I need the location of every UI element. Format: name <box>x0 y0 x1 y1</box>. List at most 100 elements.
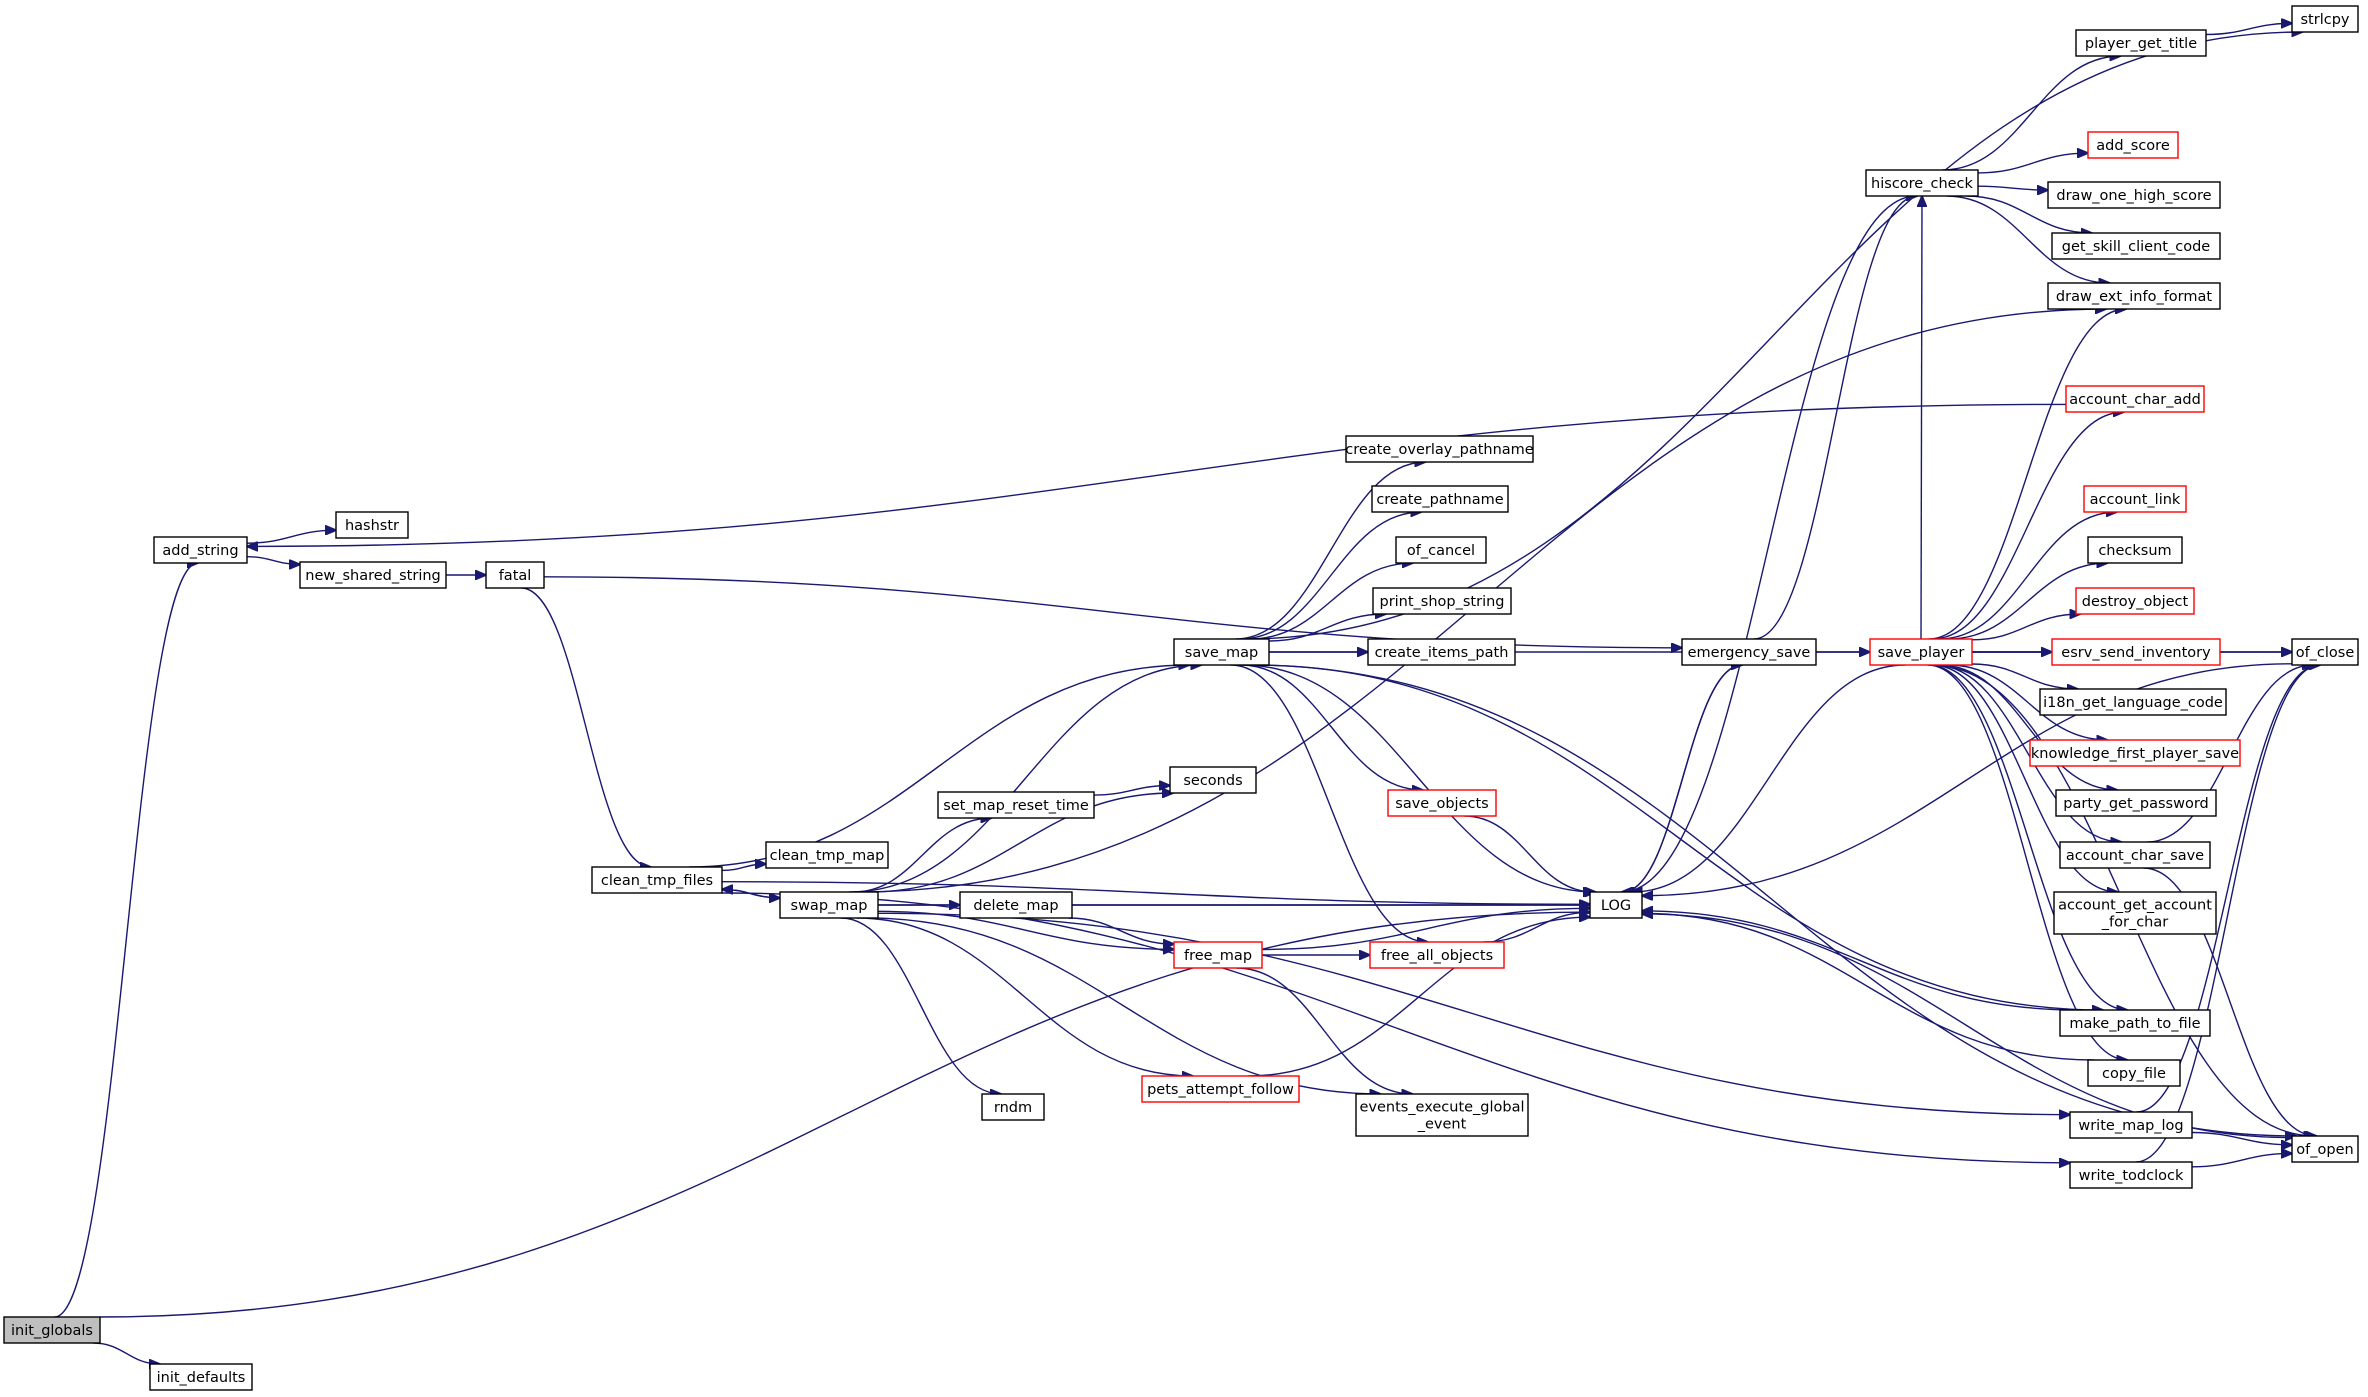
node-add_string[interactable]: add_string <box>153 536 248 564</box>
node-new_shared_string[interactable]: new_shared_string <box>299 561 447 589</box>
node-box[interactable] <box>2083 485 2187 513</box>
node-get_skill_client_code[interactable]: get_skill_client_code <box>2051 232 2221 260</box>
node-swap_map[interactable]: swap_map <box>779 891 879 919</box>
node-of_open[interactable]: of_open <box>2291 1135 2359 1163</box>
node-box[interactable] <box>1355 1093 1529 1137</box>
node-box[interactable] <box>1589 891 1643 919</box>
node-box[interactable] <box>2059 1009 2211 1037</box>
node-box[interactable] <box>2059 841 2211 869</box>
node-box[interactable] <box>2039 688 2227 716</box>
node-save_map[interactable]: save_map <box>1173 638 1270 666</box>
node-i18n_get_language_code[interactable]: i18n_get_language_code <box>2039 688 2227 716</box>
node-init_globals[interactable]: init_globals <box>3 1316 101 1344</box>
node-box[interactable] <box>2051 232 2221 260</box>
node-emergency_save[interactable]: emergency_save <box>1681 638 1817 666</box>
node-box[interactable] <box>2047 282 2221 310</box>
node-box[interactable] <box>2087 1059 2181 1087</box>
node-account_link[interactable]: account_link <box>2083 485 2187 513</box>
node-box[interactable] <box>2065 385 2205 413</box>
node-esrv_send_inventory[interactable]: esrv_send_inventory <box>2051 638 2221 666</box>
node-of_close[interactable]: of_close <box>2291 638 2359 666</box>
node-account_char_add[interactable]: account_char_add <box>2065 385 2205 413</box>
node-box[interactable] <box>2291 1135 2359 1163</box>
node-box[interactable] <box>149 1363 253 1391</box>
node-box[interactable] <box>335 511 409 539</box>
node-draw_one_high_score[interactable]: draw_one_high_score <box>2047 181 2221 209</box>
node-player_get_title[interactable]: player_get_title <box>2075 29 2207 57</box>
node-box[interactable] <box>2047 181 2221 209</box>
node-box[interactable] <box>1395 536 1487 564</box>
node-box[interactable] <box>1173 941 1263 969</box>
node-box[interactable] <box>2087 536 2183 564</box>
node-box[interactable] <box>3 1316 101 1344</box>
node-box[interactable] <box>1372 587 1512 615</box>
node-copy_file[interactable]: copy_file <box>2087 1059 2181 1087</box>
node-write_todclock[interactable]: write_todclock <box>2069 1161 2193 1189</box>
node-hashstr[interactable]: hashstr <box>335 511 409 539</box>
node-box[interactable] <box>2069 1111 2193 1139</box>
node-knowledge_first_player_save[interactable]: knowledge_first_player_save <box>2029 739 2241 767</box>
node-box[interactable] <box>2029 739 2241 767</box>
node-save_objects[interactable]: save_objects <box>1387 789 1497 817</box>
node-create_pathname[interactable]: create_pathname <box>1371 485 1509 513</box>
node-LOG[interactable]: LOG <box>1589 891 1643 919</box>
node-draw_ext_info_format[interactable]: draw_ext_info_format <box>2047 282 2221 310</box>
node-box[interactable] <box>485 561 545 589</box>
node-account_char_save[interactable]: account_char_save <box>2059 841 2211 869</box>
node-free_map[interactable]: free_map <box>1173 941 1263 969</box>
node-pets_attempt_follow[interactable]: pets_attempt_follow <box>1141 1075 1300 1103</box>
node-box[interactable] <box>1387 789 1497 817</box>
node-box[interactable] <box>1869 638 1973 666</box>
node-save_player[interactable]: save_player <box>1869 638 1973 666</box>
node-box[interactable] <box>959 891 1073 919</box>
node-box[interactable] <box>2055 789 2217 817</box>
node-add_score[interactable]: add_score <box>2087 131 2179 159</box>
node-make_path_to_file[interactable]: make_path_to_file <box>2059 1009 2211 1037</box>
node-write_map_log[interactable]: write_map_log <box>2069 1111 2193 1139</box>
node-box[interactable] <box>2075 29 2207 57</box>
node-set_map_reset_time[interactable]: set_map_reset_time <box>937 791 1095 819</box>
node-events_execute_global_event[interactable]: events_execute_global_event <box>1355 1093 1529 1137</box>
node-box[interactable] <box>1141 1075 1300 1103</box>
node-box[interactable] <box>153 536 248 564</box>
node-box[interactable] <box>2087 131 2179 159</box>
node-create_overlay_pathname[interactable]: create_overlay_pathname <box>1345 435 1534 463</box>
node-box[interactable] <box>981 1093 1045 1121</box>
node-box[interactable] <box>1865 169 1979 197</box>
node-box[interactable] <box>765 841 889 869</box>
node-box[interactable] <box>2291 5 2359 33</box>
node-box[interactable] <box>1173 638 1270 666</box>
node-box[interactable] <box>299 561 447 589</box>
node-seconds[interactable]: seconds <box>1169 766 1257 794</box>
node-party_get_password[interactable]: party_get_password <box>2055 789 2217 817</box>
node-box[interactable] <box>779 891 879 919</box>
node-box[interactable] <box>1169 766 1257 794</box>
node-clean_tmp_map[interactable]: clean_tmp_map <box>765 841 889 869</box>
node-init_defaults[interactable]: init_defaults <box>149 1363 253 1391</box>
node-box[interactable] <box>2069 1161 2193 1189</box>
node-box[interactable] <box>2053 891 2217 935</box>
node-box[interactable] <box>1369 941 1505 969</box>
node-fatal[interactable]: fatal <box>485 561 545 589</box>
node-box[interactable] <box>2075 587 2195 615</box>
node-box[interactable] <box>591 866 723 894</box>
node-destroy_object[interactable]: destroy_object <box>2075 587 2195 615</box>
node-box[interactable] <box>1367 638 1516 666</box>
node-box[interactable] <box>1371 485 1509 513</box>
node-box[interactable] <box>1345 435 1534 463</box>
node-box[interactable] <box>2051 638 2221 666</box>
node-account_get_account_for_char[interactable]: account_get_account_for_char <box>2053 891 2217 935</box>
node-clean_tmp_files[interactable]: clean_tmp_files <box>591 866 723 894</box>
node-rndm[interactable]: rndm <box>981 1093 1045 1121</box>
node-free_all_objects[interactable]: free_all_objects <box>1369 941 1505 969</box>
node-checksum[interactable]: checksum <box>2087 536 2183 564</box>
node-box[interactable] <box>937 791 1095 819</box>
node-create_items_path[interactable]: create_items_path <box>1367 638 1516 666</box>
node-of_cancel[interactable]: of_cancel <box>1395 536 1487 564</box>
node-box[interactable] <box>2291 638 2359 666</box>
node-strlcpy[interactable]: strlcpy <box>2291 5 2359 33</box>
node-delete_map[interactable]: delete_map <box>959 891 1073 919</box>
node-box[interactable] <box>1681 638 1817 666</box>
node-print_shop_string[interactable]: print_shop_string <box>1372 587 1512 615</box>
node-hiscore_check[interactable]: hiscore_check <box>1865 169 1979 197</box>
